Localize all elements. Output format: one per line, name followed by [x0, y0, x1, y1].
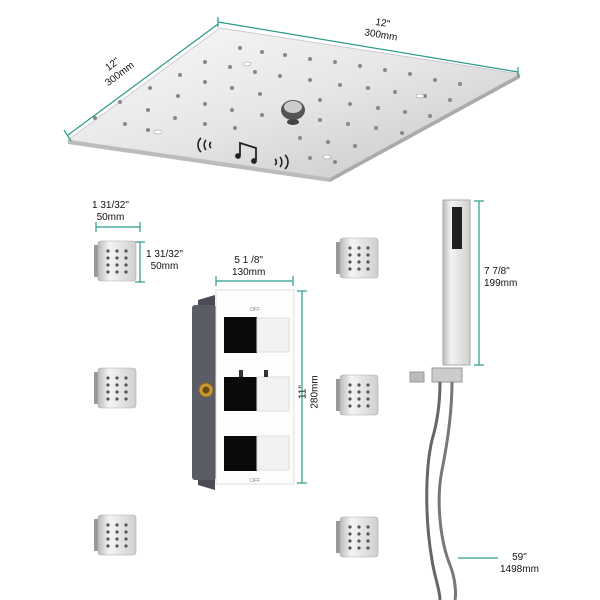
- inch-value: 7 7/8": [484, 266, 510, 277]
- inch-value: 1 31/32": [146, 249, 183, 260]
- hand-shower: [409, 199, 471, 600]
- inch-value: 11": [297, 385, 309, 399]
- body-jet: [93, 240, 137, 282]
- inch-value: 1 31/32": [92, 200, 129, 211]
- dimension-lines: [63, 17, 519, 559]
- valve-height-label: 11" 280mm: [298, 375, 322, 408]
- valve-top-mark: OFF: [250, 307, 260, 313]
- inch-value: 59": [512, 552, 527, 563]
- body-jet: [335, 237, 379, 279]
- inch-value: 5 1 /8": [234, 255, 263, 266]
- mm-value: 130mm: [232, 267, 266, 278]
- valve-width-label: 5 1 /8" 130mm: [232, 255, 265, 279]
- body-jet-width-label: 1 31/32" 50mm: [92, 200, 129, 224]
- mm-value: 50mm: [96, 212, 125, 223]
- mm-value: 199mm: [484, 278, 518, 289]
- body-jet: [335, 516, 379, 558]
- hand-shower-height-label: 7 7/8" 199mm: [484, 266, 517, 290]
- body-jet: [93, 514, 137, 556]
- body-jet: [335, 374, 379, 416]
- mm-value: 1498mm: [500, 564, 539, 575]
- mm-value: 280mm: [309, 375, 321, 409]
- bluetooth-wave-icon: [197, 137, 289, 170]
- body-jet: [93, 367, 137, 409]
- valve-bottom-mark: OFF: [250, 478, 260, 484]
- mm-value: 50mm: [150, 261, 179, 272]
- shower-head-width-label: 12" 300mm: [363, 16, 400, 45]
- hose-length-label: 59" 1498mm: [500, 552, 539, 576]
- center-speaker: [281, 100, 305, 125]
- body-jet-height-label: 1 31/32" 50mm: [146, 249, 183, 273]
- music-note-icon: [235, 141, 257, 164]
- thermostatic-valve: [192, 289, 295, 490]
- rain-shower-head: [66, 27, 522, 182]
